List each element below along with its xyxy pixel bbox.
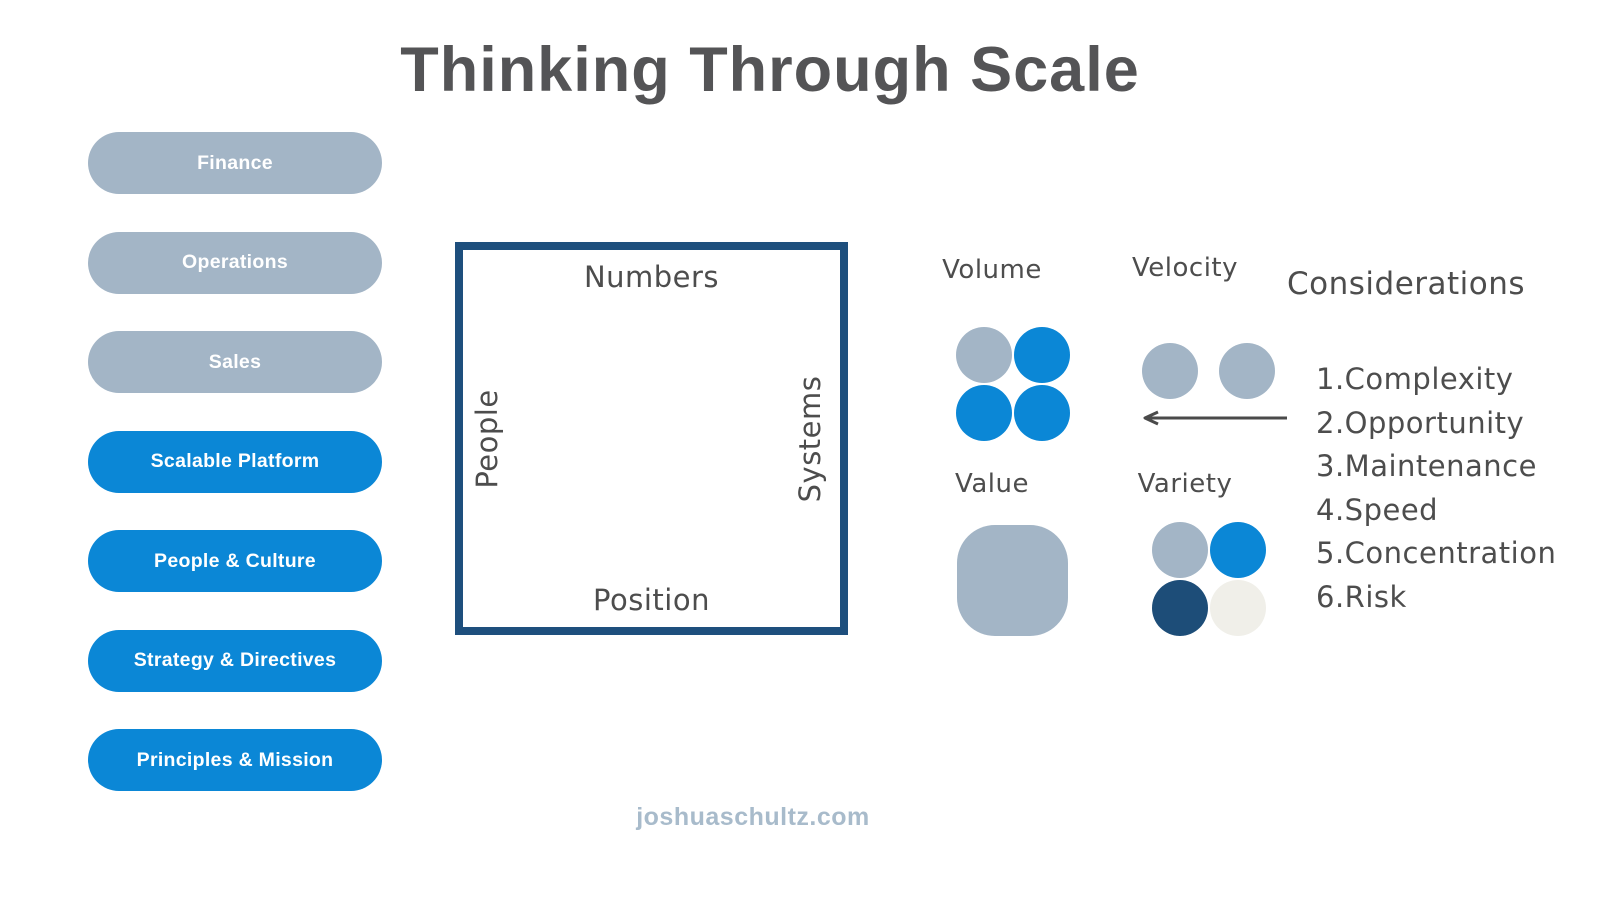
consideration-item: 3.Maintenance [1316,449,1537,483]
pill-strategy-directives-label: Strategy & Directives [133,649,337,671]
pill-sales: Sales [88,331,382,393]
pill-strategy-directives: Strategy & Directives [88,629,382,692]
website-credit: joshuaschultz.com [636,803,870,831]
variety-dot [1152,580,1208,636]
considerations-list: 1.Complexity 2.Opportunity 3.Maintenance… [1316,358,1556,619]
matrix-label-systems: Systems [793,375,827,502]
pill-operations-label: Operations [182,251,288,273]
velocity-arrow [1141,410,1289,431]
volume-dot [1014,385,1070,441]
volume-label: Volume [942,255,1042,285]
velocity-dot [1142,343,1198,399]
variety-dot [1210,580,1266,636]
variety-dot [1152,522,1208,578]
left-arrow-icon [1143,410,1287,426]
consideration-item: 4.Speed [1316,492,1439,527]
consideration-item: 2.Opportunity [1316,405,1525,440]
volume-dot [1014,327,1070,383]
velocity-label: Velocity [1132,253,1238,283]
matrix-label-numbers: Numbers [583,260,720,294]
pill-principles-mission: Principles & Mission [88,729,382,791]
matrix-square: Numbers People Systems Position [455,242,848,635]
variety-label: Variety [1137,469,1233,499]
volume-dots [956,327,1070,441]
pill-finance-label: Finance [197,151,273,174]
pill-people-culture: People & Culture [88,530,382,592]
matrix-label-position: Position [593,583,710,617]
category-pill-list: Finance Operations Sales Scalable Platfo… [88,132,382,829]
velocity-dot [1219,343,1275,399]
value-shape [957,525,1068,636]
pill-principles-mission-label: Principles & Mission [136,748,334,771]
pill-sales-label: Sales [208,350,262,373]
volume-dot [956,385,1012,441]
variety-dots [1152,522,1266,636]
variety-dot [1210,522,1266,578]
consideration-item: 6.Risk [1316,579,1407,614]
volume-dot [956,327,1012,383]
page-title: Thinking Through Scale [400,35,1140,105]
pill-scalable-platform: Scalable Platform [88,430,382,493]
pill-operations: Operations [88,231,382,294]
value-label: Value [955,469,1029,499]
pill-scalable-platform-label: Scalable Platform [150,450,320,472]
velocity-dots [1142,343,1275,399]
consideration-item: 1.Complexity [1316,362,1514,396]
matrix-label-people: People [470,388,504,489]
pill-people-culture-label: People & Culture [154,549,316,572]
consideration-item: 5.Concentration [1316,536,1557,570]
pill-finance: Finance [88,132,382,194]
considerations-title: Considerations [1287,266,1526,302]
